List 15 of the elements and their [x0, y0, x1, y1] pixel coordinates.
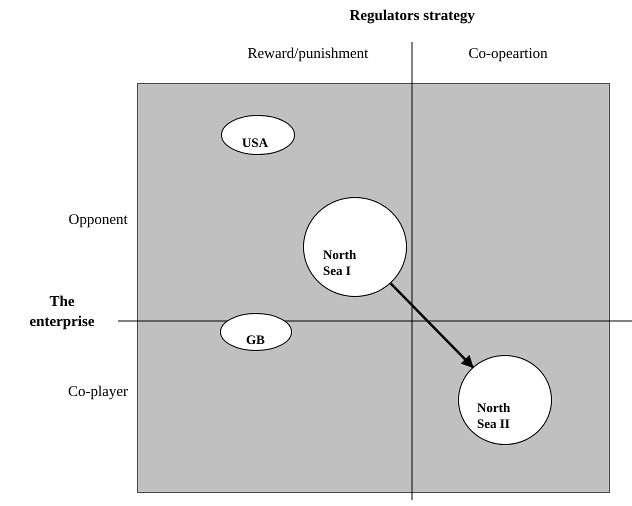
arrow	[390, 282, 474, 368]
node-label: North Sea II	[477, 400, 512, 432]
ellipse-node	[220, 313, 292, 351]
axis-category-label: Reward/punishment	[248, 46, 368, 63]
axis-title: Regulators strategy	[350, 8, 475, 25]
axis-category-label: Co-opeartion	[468, 46, 548, 63]
axis-category-label: Co-player	[68, 384, 128, 401]
node-label: GB	[246, 332, 266, 348]
ellipse-node	[458, 355, 552, 445]
axis-category-label: Opponent	[68, 212, 128, 229]
ellipse-node	[221, 115, 295, 155]
node-label: North Sea I	[323, 247, 358, 279]
ellipse-node	[303, 197, 407, 297]
node-label: USA	[242, 135, 270, 151]
axis-title: The enterprise	[28, 293, 96, 332]
